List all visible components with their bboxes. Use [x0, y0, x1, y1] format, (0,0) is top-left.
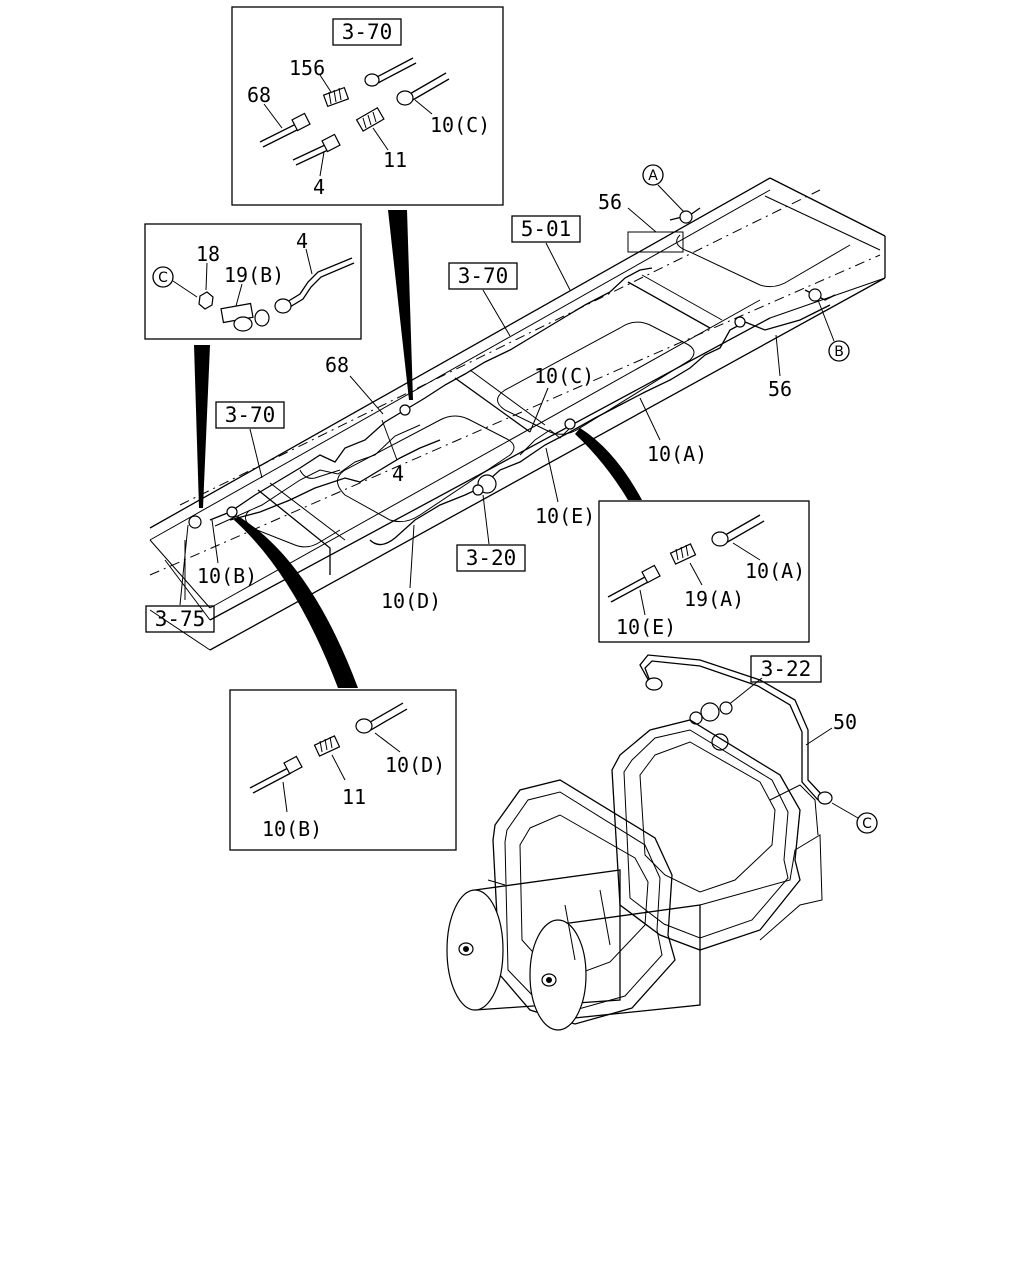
label-10d-mid: 10(D) — [381, 589, 441, 613]
vehicle-frame — [149, 177, 886, 651]
label-68-top: 68 — [247, 83, 271, 107]
label-19a: 19(A) — [684, 587, 744, 611]
pointer-wedge-top — [388, 210, 413, 400]
label-4-left: 4 — [296, 229, 308, 253]
label-11-top: 11 — [383, 148, 407, 172]
label-19b: 19(B) — [224, 263, 284, 287]
label-10e-mid: 10(E) — [535, 504, 595, 528]
ref-label-3-70-left: 3-70 — [225, 403, 276, 427]
ref-label-3-70-mid: 3-70 — [458, 264, 509, 288]
ref-label-3-75: 3-75 — [155, 607, 206, 631]
detail-box-top: 3-70 156 68 10(C) 11 4 — [231, 6, 504, 206]
svg-text:A: A — [648, 168, 658, 184]
label-18: 18 — [196, 242, 220, 266]
callout-b[interactable] — [828, 340, 850, 362]
label-10b-mid: 10(B) — [197, 564, 257, 588]
label-4-mid: 4 — [392, 462, 404, 486]
detail-box-bottom: 10(D) 11 10(B) — [229, 689, 457, 851]
pointer-wedge-bottom — [234, 516, 358, 688]
label-156: 156 — [289, 56, 325, 80]
label-10c-top: 10(C) — [430, 113, 490, 137]
ref-label-3-20: 3-20 — [466, 546, 517, 570]
detail-box-left: C 18 19(B) 4 — [144, 223, 362, 340]
ref-label-3-70-top: 3-70 — [342, 20, 393, 44]
label-68-mid: 68 — [325, 353, 349, 377]
label-10c-mid: 10(C) — [534, 364, 594, 388]
ref-box-3-70-mid[interactable] — [448, 262, 518, 290]
frame-labels: 5-01 3-70 3-70 3-20 3-75 A B 56 56 68 10… — [145, 164, 850, 633]
label-10d-box: 10(D) — [385, 753, 445, 777]
label-10a-mid: 10(A) — [647, 442, 707, 466]
ref-box-5-01[interactable] — [511, 215, 581, 243]
svg-text:B: B — [834, 344, 844, 360]
label-4-top: 4 — [313, 175, 325, 199]
detail-box-right: 10(A) 19(A) 10(E) — [598, 500, 810, 643]
label-11-box: 11 — [342, 785, 366, 809]
callout-c-tank[interactable] — [856, 812, 878, 834]
ref-label-3-22: 3-22 — [761, 657, 812, 681]
label-10e-box: 10(E) — [616, 615, 676, 639]
svg-text:C: C — [158, 270, 168, 286]
callout-c-left[interactable] — [152, 266, 174, 288]
label-10b-box: 10(B) — [262, 817, 322, 841]
frame-pipes — [188, 207, 836, 546]
label-50: 50 — [833, 710, 857, 734]
ref-label-5-01: 5-01 — [521, 217, 572, 241]
ref-box-3-70-top[interactable] — [332, 18, 402, 46]
label-56-right: 56 — [768, 377, 792, 401]
ref-box-3-70-left[interactable] — [215, 401, 285, 429]
ref-box-3-22[interactable] — [750, 655, 822, 683]
ref-box-3-75[interactable] — [145, 605, 215, 633]
label-56-top: 56 — [598, 190, 622, 214]
svg-text:C: C — [862, 816, 872, 832]
air-tank-assembly: C 50 3-22 — [446, 654, 878, 1031]
pointer-wedge-right — [575, 428, 642, 500]
callout-a[interactable] — [642, 164, 664, 186]
ref-box-3-20[interactable] — [456, 544, 526, 572]
label-10a-box: 10(A) — [745, 559, 805, 583]
pointer-wedge-left — [194, 345, 210, 508]
